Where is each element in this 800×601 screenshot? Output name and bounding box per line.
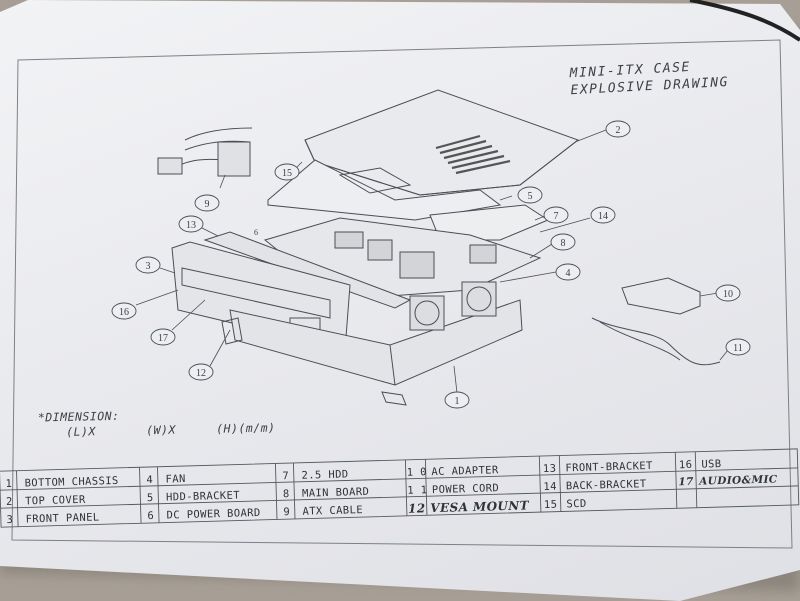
part-row-12: 12 VESA MOUNT [407,498,530,516]
fan-2 [461,281,497,317]
cable-edge [689,0,800,42]
callout-7: 7 [554,211,559,222]
part-row-5: 5 HDD-BRACKET [146,489,241,505]
hdd-slot [338,167,412,194]
top-cover-edge [304,139,579,196]
callout-13-oval [178,215,204,233]
part-row-2: 2 TOP COVER [5,493,86,509]
callout-2: 2 [616,125,621,136]
callout-11: 11 [733,343,743,354]
board-chip-4 [469,244,497,264]
callout-10-oval [715,284,741,302]
case-parts [157,89,721,406]
dimension-h: (H)(m/m) [215,420,276,436]
callout-15: 15 [282,168,292,179]
chassis-corner [389,344,396,386]
part-row-13: 13 FRONT-BRACKET [542,459,653,476]
part-row-9: 9 ATX CABLE [283,504,364,519]
callout-12: 12 [196,368,206,379]
fan-2-blade [466,286,492,312]
atx-connector-1 [157,157,183,175]
front-panel-shape [171,241,351,351]
dimension-w: (W)X [146,422,177,438]
fan-1 [409,295,445,331]
callout-4: 4 [566,268,571,279]
part-row-15: 15 SCD [543,497,587,511]
callout-8: 8 [561,238,566,249]
part-row-4: 4 FAN [146,472,186,487]
part-row-11: 1 1 POWER CORD [407,482,500,497]
front-panel-bay [181,267,331,319]
power-cord-shape [591,317,721,366]
dimension-l: (L)X [66,424,97,439]
callout-3-oval [135,256,161,274]
callout-ovals [111,120,751,409]
part-row-3: 3 FRONT PANEL [6,511,100,526]
callout-13: 13 [186,220,196,231]
part-row-6: 6 DC POWER BOARD [147,506,261,523]
callout-16: 16 [119,307,129,318]
fan-1-blade [414,300,440,326]
dimension-block: *DIMENSION: (L)X(W)X(H)(m/m) [38,406,276,440]
callout-1-oval [444,391,470,409]
callout-9: 9 [205,199,210,210]
callout-2-oval [605,120,631,138]
part-row-16: 16 USB [678,458,722,472]
callout-5-oval [517,186,543,204]
chassis-foot [381,391,407,406]
vent-grid [435,134,511,175]
callout-16-oval [111,302,137,320]
parts-table-grid [0,448,800,528]
part-row-10: 1 0 AC ADAPTER [406,464,499,479]
callout-5: 5 [528,191,533,202]
part-row-14: 14 BACK-BRACKET [543,478,647,493]
leader-lines [135,129,729,394]
hdd-bracket-shape [267,159,502,221]
callout-8-oval [550,233,576,251]
vesa-mount-shape [221,317,243,345]
page-border [11,39,793,549]
callout-14-oval [590,206,616,224]
callout-11-oval [725,338,751,356]
callout-17-oval [150,328,176,346]
board-chip-1 [334,231,364,249]
callout-12-oval [188,363,214,381]
part-row-8: 8 MAIN BOARD [282,485,370,501]
board-chip-2 [367,239,393,261]
callout-6: 6 [254,228,258,237]
part-row-17: 17 AUDIO&MIC [678,473,778,489]
part-row-7: 7 2.5 HDD [282,468,349,483]
callout-9-oval [194,194,220,212]
callout-10: 10 [723,289,733,300]
callout-17: 17 [158,333,168,344]
part-row-1: 1 BOTTOM CHASSIS [5,474,119,491]
board-chip-3 [399,251,435,279]
callout-4-oval [555,263,581,281]
ac-adapter-shape [621,277,701,315]
callout-numbers: 2 5 7 14 8 4 1 3 16 17 12 9 15 13 10 11 … [119,125,743,407]
atx-connector-2 [217,141,251,177]
callout-7-oval [543,206,569,224]
callout-1: 1 [455,396,460,407]
callout-15-oval [274,163,300,181]
callout-14: 14 [598,211,608,222]
callout-3: 3 [146,261,151,272]
